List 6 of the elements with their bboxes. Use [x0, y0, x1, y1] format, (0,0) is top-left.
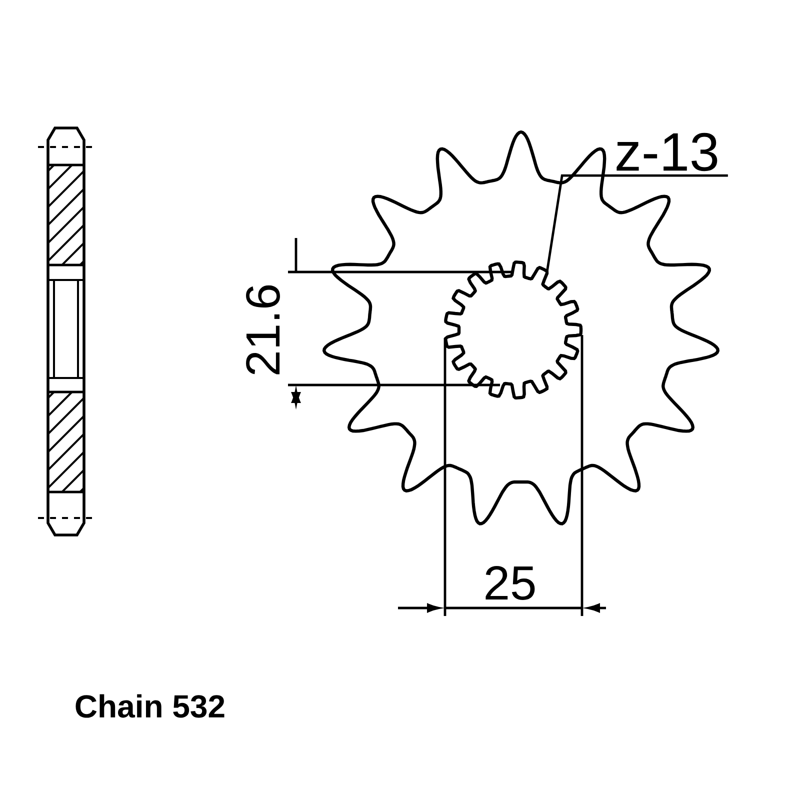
dimension-value: 21.6 [246, 285, 280, 374]
caption-text: Chain 532 [76, 694, 224, 718]
leader-line [546, 174, 728, 271]
dimension-value: 25 [486, 566, 535, 600]
callout-text: z-13 [616, 132, 718, 172]
splined-hole [444, 260, 583, 400]
